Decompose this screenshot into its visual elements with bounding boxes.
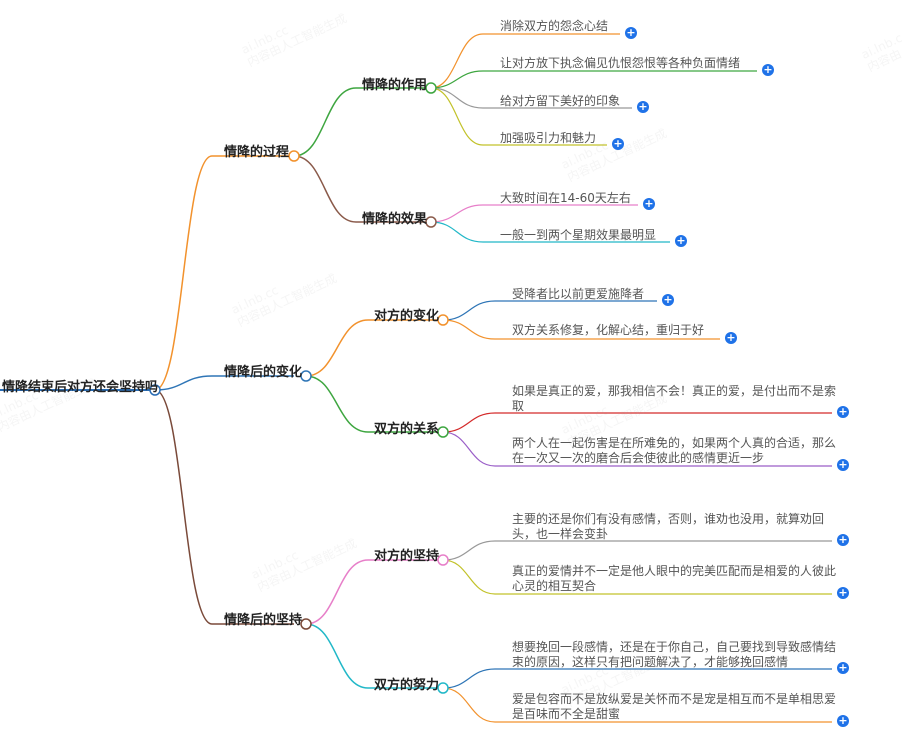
collapse-node-icon[interactable] [300,370,312,382]
leaf-connector [442,559,496,595]
topic-connector [293,155,357,223]
leaf-item: 加强吸引力和魅力 [500,131,597,145]
collapse-node-icon[interactable] [437,554,449,566]
leaf-connector [442,431,496,467]
leaf-connector [442,668,496,689]
leaf-connector [442,540,496,561]
leaf-connector [430,221,484,243]
expand-plus-icon[interactable]: + [725,331,737,344]
collapse-node-icon[interactable] [425,216,437,228]
topic-connector [305,375,369,433]
leaf-connector [442,319,496,340]
branch-persistence[interactable]: 情降后的坚持 [224,613,303,628]
leaf-item: 爱是包容而不是放纵爱是关怀而不是宠是相互而不是单相思爱是百味而不全是甜蜜 [512,692,837,721]
collapse-node-icon[interactable] [300,618,312,630]
expand-plus-icon[interactable]: + [662,293,674,306]
leaf-connector [442,687,496,723]
leaf-item: 一般一到两个星期效果最明显 [500,228,657,242]
collapse-node-icon[interactable] [437,314,449,326]
expand-plus-icon[interactable]: + [837,533,849,546]
leaf-item: 让对方放下执念偏见仇恨怨恨等各种负面情绪 [500,56,741,70]
leaf-item: 受降者比以前更爱施降者 [512,287,645,301]
topic-relationship[interactable]: 双方的关系 [374,422,440,437]
topic-connector [305,319,369,377]
branch-connector [154,375,213,391]
leaf-item: 真正的爱情并不一定是他人眼中的完美匹配而是相爱的人彼此心灵的相互契合 [512,564,837,593]
expand-plus-icon[interactable]: + [625,26,637,39]
leaf-item: 双方关系修复，化解心结，重归于好 [512,323,705,337]
expand-plus-icon[interactable]: + [643,197,655,210]
leaf-item: 给对方留下美好的印象 [500,94,621,108]
collapse-node-icon[interactable] [437,426,449,438]
collapse-node-icon[interactable] [149,384,161,396]
expand-plus-icon[interactable]: + [675,234,687,247]
leaf-connector [442,300,496,321]
leaf-connector [442,412,496,433]
leaf-connector [430,70,484,89]
expand-plus-icon[interactable]: + [837,586,849,599]
branch-connector [154,389,213,625]
topic-connector [305,623,369,689]
topic-connector [293,87,357,157]
topic-mutual-effort[interactable]: 双方的努力 [374,678,440,693]
expand-plus-icon[interactable]: + [762,63,774,76]
collapse-node-icon[interactable] [288,150,300,162]
topic-partner-change[interactable]: 对方的变化 [374,309,440,324]
expand-plus-icon[interactable]: + [837,405,849,418]
branch-connector [154,155,213,391]
leaf-item: 主要的还是你们有没有感情，否则，谁劝也没用，就算劝回头，也一样会变卦 [512,512,825,541]
collapse-node-icon[interactable] [425,82,437,94]
expand-plus-icon[interactable]: + [837,661,849,674]
topic-connector [305,559,369,625]
root-topic[interactable]: 情降结束后对方还会坚持吗 [2,380,159,395]
leaf-item: 大致时间在14-60天左右 [500,191,631,205]
branch-changes[interactable]: 情降后的变化 [224,365,303,380]
expand-plus-icon[interactable]: + [837,714,849,727]
collapse-node-icon[interactable] [437,682,449,694]
leaf-connector [430,87,484,146]
leaf-item: 消除双方的怨念心结 [500,19,609,33]
branch-process[interactable]: 情降的过程 [224,145,290,160]
topic-partner-persistence[interactable]: 对方的坚持 [374,549,440,564]
topic-function[interactable]: 情降的作用 [362,78,428,93]
expand-plus-icon[interactable]: + [612,137,624,150]
leaf-item: 如果是真正的爱，那我相信不会！真正的爱，是付出而不是索取 [512,384,837,413]
leaf-connector [430,87,484,109]
topic-effect[interactable]: 情降的效果 [362,212,428,227]
leaf-connector [430,33,484,89]
expand-plus-icon[interactable]: + [637,100,649,113]
leaf-item: 想要挽回一段感情，还是在于你自己，自己要找到导致感情结束的原因，这样只有把问题解… [512,640,837,669]
leaf-item: 两个人在一起伤害是在所难免的，如果两个人真的合适，那么在一次又一次的磨合后会使彼… [512,436,837,465]
leaf-connector [430,204,484,223]
expand-plus-icon[interactable]: + [837,458,849,471]
